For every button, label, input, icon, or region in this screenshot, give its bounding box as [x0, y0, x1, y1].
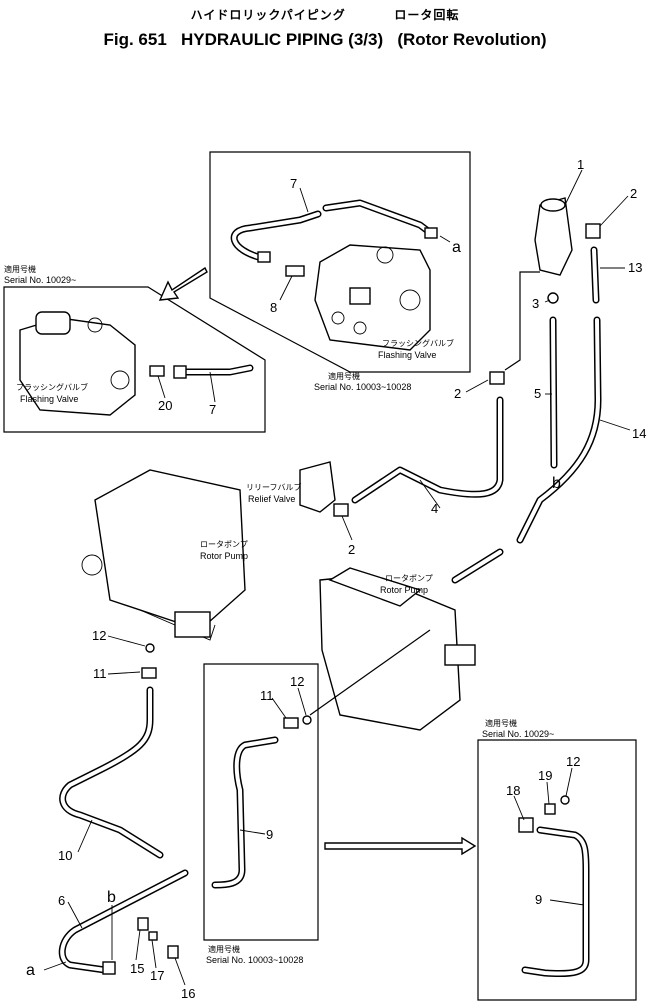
connector-letter: b — [552, 475, 561, 492]
serial-label-jp: 適用号機 — [208, 944, 240, 954]
serial-range: Serial No. 10003~10028 — [206, 955, 303, 965]
rotor-pump-left — [94, 469, 246, 631]
figure-title: Fig. 651 HYDRAULIC PIPING (3/3) (Rotor R… — [0, 30, 650, 50]
serial-range: Serial No. 10029~ — [482, 729, 554, 739]
detail-box-top — [209, 151, 471, 373]
fitting-8 — [285, 265, 305, 277]
label-jp: フラッシングバルブ — [382, 338, 454, 348]
callout: 17 — [150, 968, 164, 983]
flashing-valve-body — [314, 244, 431, 351]
callout: 7 — [209, 402, 216, 417]
hose-9 — [211, 736, 279, 889]
relief-valve — [299, 461, 336, 513]
label-rotor-pump: Rotor Pump — [200, 551, 248, 561]
callout: 18 — [506, 783, 520, 798]
label-relief-valve: Relief Valve — [248, 494, 295, 504]
label-jp: ロータポンプ — [200, 540, 248, 549]
pipe-6 — [58, 869, 189, 974]
o-ring-12-left — [145, 643, 155, 653]
label-flashing-valve: Flashing Valve — [20, 394, 78, 404]
o-ring-3 — [547, 292, 559, 304]
callout: 20 — [158, 398, 172, 413]
callout: 11 — [260, 688, 274, 703]
callout: 19 — [538, 768, 552, 783]
callout: 6 — [58, 893, 65, 908]
nut-19 — [544, 803, 556, 815]
elbow-2-mid — [489, 371, 505, 385]
title-jp-text: ハイドロリックパイピング — [190, 8, 346, 22]
hose-10 — [59, 686, 164, 859]
callout: 12 — [290, 674, 304, 689]
serial-range: Serial No. 10003~10028 — [314, 382, 411, 392]
callout: 13 — [628, 260, 642, 275]
callout: 11 — [93, 666, 107, 681]
callout: 10 — [58, 848, 72, 863]
callout: 3 — [532, 296, 539, 311]
label-jp: フラッシングバルブ — [16, 382, 88, 392]
callout: 8 — [270, 300, 277, 315]
fitting-11-left — [141, 667, 157, 679]
callout: 2 — [348, 542, 355, 557]
figure-subtitle: (Rotor Revolution) — [397, 30, 547, 49]
callout: 14 — [632, 426, 646, 441]
callout: 16 — [181, 986, 195, 1001]
hose-fitting — [257, 251, 271, 263]
bolt-16 — [167, 945, 179, 959]
flashing-valve-body-left — [19, 317, 136, 416]
connector-letter: a — [452, 239, 461, 256]
callout: 9 — [535, 892, 542, 907]
callout: 5 — [534, 386, 541, 401]
callout: 12 — [92, 628, 106, 643]
label-jp: リリーフバルブ — [246, 482, 302, 492]
callout: 12 — [566, 754, 580, 769]
label-flashing-valve: Flashing Valve — [378, 350, 436, 360]
o-ring-12 — [302, 715, 312, 725]
callout: 15 — [130, 961, 144, 976]
detail-box-right — [477, 739, 637, 1001]
direction-arrow-upper — [158, 266, 208, 301]
fitting-11 — [283, 717, 299, 729]
serial-label-jp: 適用号機 — [485, 718, 517, 728]
o-ring-12-right — [560, 795, 570, 805]
elbow-18 — [518, 817, 534, 833]
block-1 — [534, 197, 573, 276]
serial-label-jp: 適用号機 — [328, 371, 360, 381]
elbow-2-right — [585, 223, 601, 239]
elbow-2-relief — [333, 503, 349, 517]
callout: 9 — [266, 827, 273, 842]
label-rotor-pump: Rotor Pump — [380, 585, 428, 595]
callout: 2 — [454, 386, 461, 401]
hose-14 — [516, 316, 602, 544]
callout: 1 — [577, 157, 584, 172]
clamp-15 — [137, 917, 149, 931]
callout: 7 — [290, 176, 297, 191]
connector-letter: a — [26, 962, 35, 979]
detail-box-bottom — [203, 663, 319, 941]
hose-fitting — [424, 227, 438, 239]
serial-label-jp: 適用号機 — [4, 264, 36, 274]
title-jp-paren: ロータ回転 — [394, 8, 460, 22]
detail-box-left — [3, 286, 266, 433]
label-jp: ロータポンプ — [385, 574, 433, 583]
figure-name: HYDRAULIC PIPING (3/3) — [180, 30, 384, 49]
washer-17 — [148, 931, 158, 941]
serial-range: Serial No. 10029~ — [4, 275, 76, 285]
callout: 2 — [630, 186, 637, 201]
direction-arrow-lower — [324, 836, 477, 856]
title-japanese: ハイドロリックパイピング ロータ回転 — [0, 6, 650, 23]
connector-letter: b — [107, 889, 116, 906]
callout: 4 — [431, 501, 438, 516]
fitting-20 — [149, 365, 165, 377]
figure-number: Fig. 651 — [103, 30, 167, 49]
